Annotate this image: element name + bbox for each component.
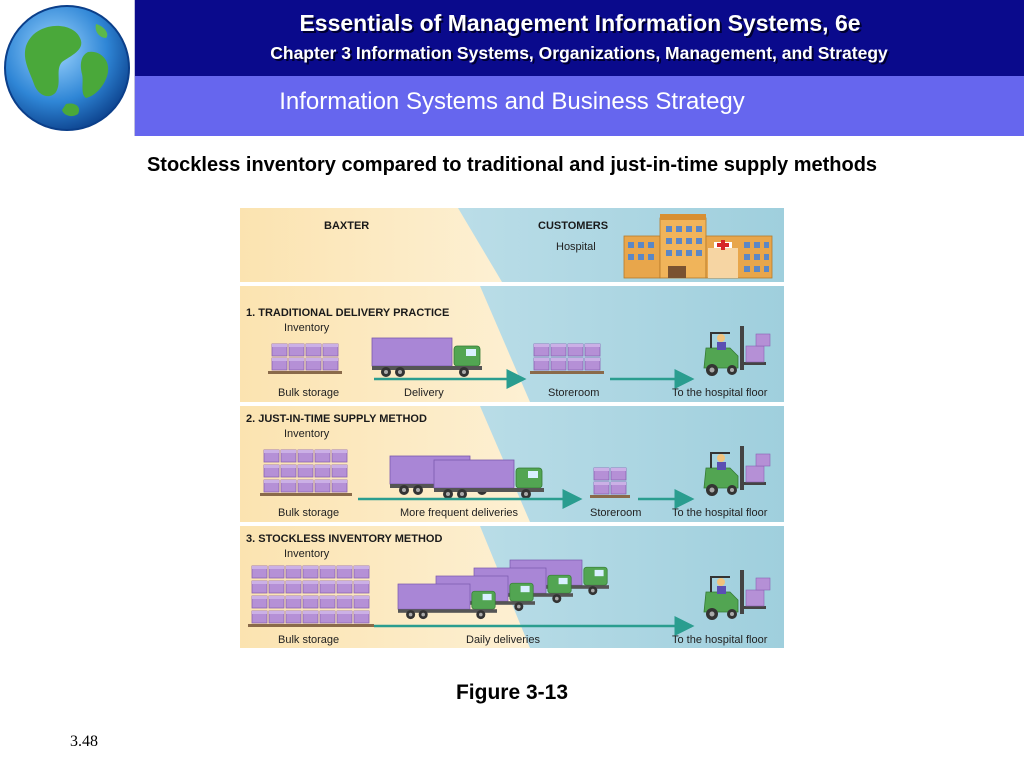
header-bar bbox=[0, 0, 1024, 76]
top-band: BAXTER CUSTOMERS Hospital bbox=[240, 208, 784, 282]
page-number: 3.48 bbox=[70, 733, 98, 750]
figure-heading: Stockless inventory compared to traditio… bbox=[146, 154, 878, 176]
chapter-title: Chapter 3 Information Systems, Organizat… bbox=[270, 43, 888, 63]
globe-logo bbox=[0, 0, 135, 136]
panel-2-label-4: To the hospital floor bbox=[672, 507, 768, 519]
stockless-inventory-diagram: BAXTER CUSTOMERS Hospital bbox=[240, 208, 784, 648]
hospital-icon bbox=[623, 214, 773, 279]
panel-1-sub: Inventory bbox=[284, 322, 330, 334]
panel-3-label-2: Daily deliveries bbox=[466, 634, 540, 646]
panel-1-title: 1. TRADITIONAL DELIVERY PRACTICE bbox=[246, 307, 449, 319]
figure-label: Figure 3-13 bbox=[455, 681, 569, 704]
crate-icon bbox=[248, 565, 374, 627]
panel-stockless: 3. STOCKLESS INVENTORY METHOD Inventory … bbox=[240, 526, 784, 648]
panel-just-in-time: 2. JUST-IN-TIME SUPPLY METHOD Inventory … bbox=[240, 406, 784, 522]
panel-1-label-4: To the hospital floor bbox=[672, 387, 768, 399]
panel-1-label-2: Delivery bbox=[404, 387, 444, 399]
crate-icon bbox=[590, 467, 630, 498]
section-bar bbox=[0, 76, 1024, 136]
customers-label: CUSTOMERS bbox=[538, 220, 608, 232]
panel-2-label-2: More frequent deliveries bbox=[400, 507, 519, 519]
panel-2-title: 2. JUST-IN-TIME SUPPLY METHOD bbox=[246, 413, 427, 425]
baxter-label: BAXTER bbox=[324, 220, 369, 232]
panel-2-sub: Inventory bbox=[284, 428, 330, 440]
panel-3-sub: Inventory bbox=[284, 548, 330, 560]
panel-traditional: 1. TRADITIONAL DELIVERY PRACTICE Invento… bbox=[240, 286, 784, 402]
section-title: Information Systems and Business Strateg… bbox=[279, 88, 745, 115]
crate-icon bbox=[260, 449, 352, 496]
globe-icon bbox=[4, 5, 130, 131]
crate-icon bbox=[530, 343, 604, 374]
panel-1-label-3: Storeroom bbox=[548, 387, 599, 399]
hospital-label: Hospital bbox=[556, 241, 596, 253]
panel-3-label-3: To the hospital floor bbox=[672, 634, 768, 646]
presentation-title: Essentials of Management Information Sys… bbox=[299, 10, 861, 36]
panel-3-title: 3. STOCKLESS INVENTORY METHOD bbox=[246, 533, 442, 545]
panel-1-label-1: Bulk storage bbox=[278, 387, 339, 399]
panel-2-label-3: Storeroom bbox=[590, 507, 641, 519]
panel-3-label-1: Bulk storage bbox=[278, 634, 339, 646]
crate-icon bbox=[268, 343, 342, 374]
panel-2-label-1: Bulk storage bbox=[278, 507, 339, 519]
